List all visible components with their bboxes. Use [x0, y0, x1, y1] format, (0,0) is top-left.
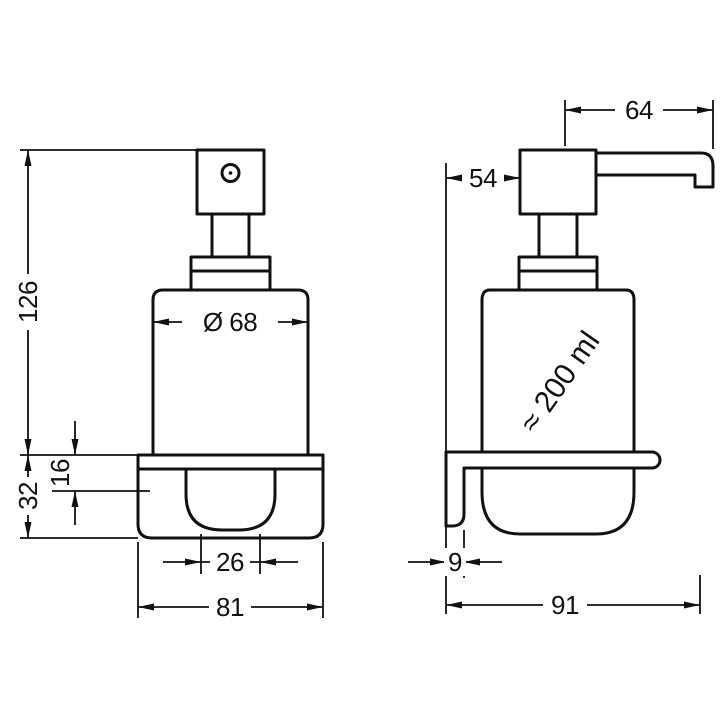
bottle-body-front: [151, 288, 310, 469]
dim-depth-overall: 91: [551, 590, 579, 620]
pump-head-dot: [228, 171, 233, 175]
dim-label-holder-group: 32: [13, 477, 43, 515]
dim-holder-height: 32: [13, 482, 43, 510]
label-backing: [182, 306, 278, 338]
label-backing: [209, 591, 251, 622]
dim-label-height-group: 126: [13, 274, 43, 330]
dim-width-overall: 81: [216, 592, 244, 622]
glass-base-side: [480, 468, 636, 536]
pump-head-side: [518, 148, 598, 216]
label-backing: [210, 547, 250, 577]
dim-height-overall: 126: [13, 281, 43, 323]
bottle-body-side: [480, 288, 636, 452]
label-backing: [45, 456, 75, 490]
pump-neck-front: [210, 212, 251, 259]
capacity-label-group: ≈ 200 ml: [514, 325, 607, 438]
pump-collar-front: [189, 255, 272, 292]
front-view: [136, 148, 325, 540]
dim-plate-thickness: 9: [448, 547, 462, 577]
pump-neck-side: [537, 212, 579, 259]
dim-label-shelf-group: 16: [45, 456, 75, 490]
wall-bracket-side: [444, 450, 662, 528]
capacity-label: ≈ 200 ml: [514, 325, 607, 438]
glass-base-front: [184, 469, 277, 532]
side-view: ≈ 200 ml: [444, 148, 715, 536]
pump-head-circle: [220, 163, 241, 183]
dim-rim-to-shelf: 16: [45, 459, 75, 487]
front-dimensions: 126 32 16 Ø 68 26 81: [13, 149, 324, 622]
wall-holder-front: [136, 453, 325, 540]
label-backing: [543, 590, 587, 620]
dim-spout-reach: 64: [625, 95, 653, 125]
label-backing: [615, 95, 663, 125]
dim-body-diameter: Ø 68: [203, 307, 257, 337]
pump-collar-side: [517, 255, 599, 292]
dim-wall-to-pump: 54: [469, 163, 497, 193]
label-backing: [462, 163, 504, 193]
side-dimensions: 64 54 9 91: [408, 95, 714, 620]
label-backing: [13, 274, 43, 330]
label-backing: [444, 548, 466, 576]
pump-spout: [594, 151, 715, 189]
dim-base-width: 26: [216, 547, 244, 577]
label-backing: [13, 477, 43, 515]
